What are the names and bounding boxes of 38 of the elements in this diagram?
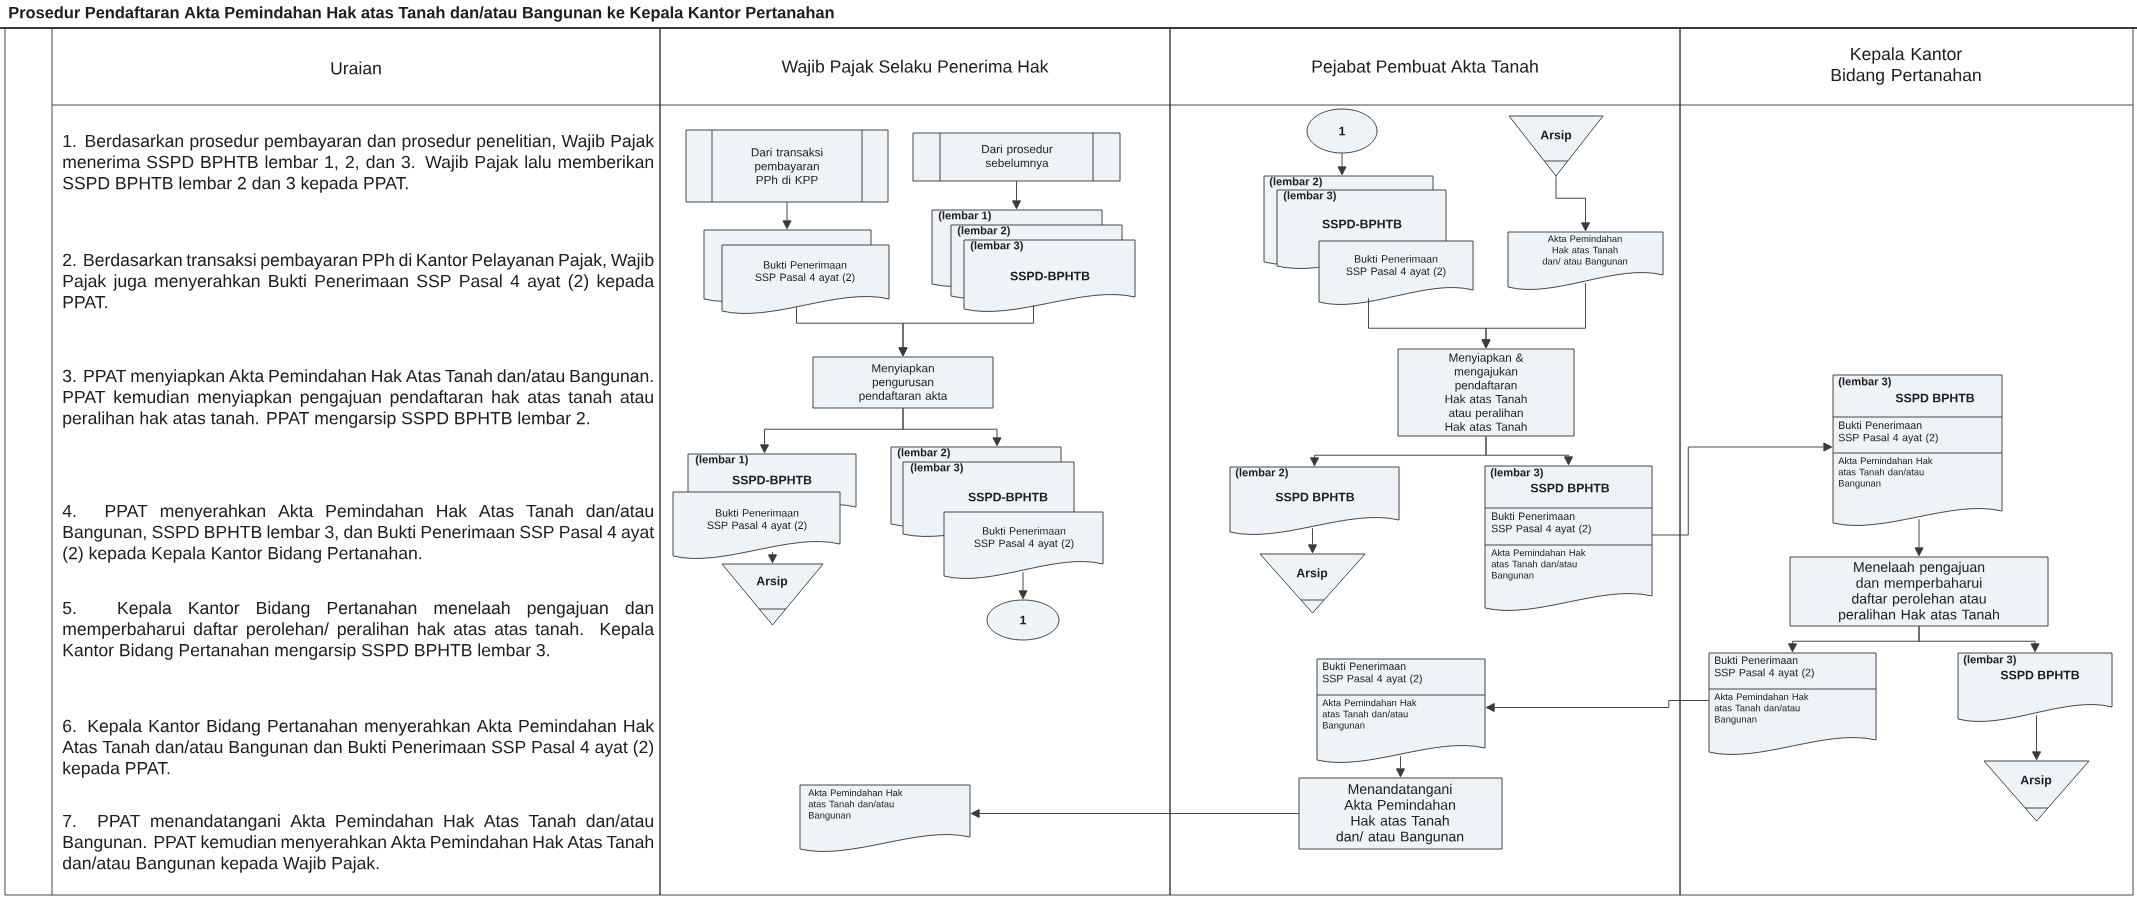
document-stack: (lembar 2) (lembar 3) SSPD-BPHTB Bukti Penerimaan SSP Pasal 4 ayat (2) (890, 446, 1104, 579)
arrow (1337, 152, 1347, 176)
process-box: Menelaah pengajuan dan memperbaharui daftar perolehan atau peralihan Hak atas Tanah (1789, 556, 2049, 627)
arrow (1485, 435, 1574, 466)
node-label: Bukti Penerimaan SSP Pasal 4 ayat (2) (974, 526, 1074, 550)
node-label: SSP Pasal 4 ayat (2) (707, 521, 807, 532)
arrow (1485, 700, 1710, 712)
node-label: SSP Pasal 4 ayat (2) (1346, 267, 1446, 278)
arrow (2032, 714, 2042, 761)
arrow (768, 551, 777, 564)
arrow (1396, 755, 1406, 778)
process-box: Menyiapkan & mengajukan pendaftaran Hak atas Tanah atau peralihan Hak atas Tanah (1397, 348, 1575, 437)
arrow (1914, 518, 1924, 557)
arrow (1651, 442, 1833, 536)
predefined-process-box: Dari prosedur sebelumnya (912, 132, 1121, 182)
document-stack: (lembar 1) (lembar 2) (lembar 3) SSPD-BPHTB (931, 209, 1136, 312)
arrow (970, 809, 1300, 818)
process-box: Menandatangani Akta Pemindahan Hak atas Tanah dan/ atau Bangunan (1298, 777, 1503, 850)
document-stack: Bukti Penerimaan SSP Pasal 4 ayat (2) (703, 229, 890, 314)
arrow (1018, 571, 1028, 600)
archive-triangle: Arsip (1983, 760, 2090, 822)
title: Prosedur Pendaftaran Akta Pemindahan Hak atas Tanah dan/atau Bangunan ke Kepala Kantor Pertanahan (9, 6, 834, 22)
archive-triangle: Arsip (721, 563, 824, 626)
arrow (1308, 527, 1318, 554)
document-stack: (lembar 2) (lembar 3) SSPD-BPHTB Bukti Penerimaan SSP Pasal 4 ayat (2) (1263, 175, 1474, 305)
arrow (902, 407, 1002, 447)
arrow (1481, 282, 1586, 349)
archive-triangle: Arsip (1259, 553, 1366, 614)
arrow (1012, 180, 1022, 210)
arrow (1918, 625, 2040, 653)
predefined-process-box: Dari transaksi pembayaran PPh di KPP (685, 129, 889, 203)
document-stack: (lembar 1) SSPD-BPHTB Bukti Penerimaan SSP Pasal 4 ayat (2) (672, 453, 857, 559)
process-box: Menyiapkan pengurusan pendaftaran akta (812, 356, 994, 409)
arrow (898, 304, 1034, 357)
archive-triangle: Arsip (1508, 115, 1604, 177)
arrow (782, 201, 792, 230)
swimlane-column: Uraian 1. Berdasarkan prosedur pembayaran dan prosedur penelitian, Wajib Pajak menerima SSPD BPHTB lembar 1, 2, dan 3. Wajib Pajak lalu memberikan SSPD BPHTB lembar 2 dan 3 kepada PPAT. 2. Berdasarkan transaksi pembayaran PPh di Kantor Pelayanan Pajak, Wajib Pajak juga menyerahkan Bukti Penerimaan SSP Pasal 4 ayat (2) kepada PPAT. 3. PPAT menyiapkan Akta Pemindahan Hak Atas Tanah dan/atau Bangunan. PPAT kemudian menyiapkan pengajuan pendaftaran hak atas tanah atau peralihan hak atas tanah. PPAT mengarsip SSPD BPHTB lembar 2. 4. PPAT menyerahkan Akta Pemindahan Hak Atas Tanah dan/atau Bangunan, SSPD BPHTB lembar 3, dan Bukti Penerimaan SSP Pasal 4 ayat (2) kepada Kepala Kantor Bidang Pertanahan. 5. Kepala Kantor Bidang Pertanahan menelaah pengajuan dan memperbaharui daftar perolehan/ peralihan hak atas atas tanah. Kepala Kantor Bidang Pertanahan mengarsip SSPD BPHTB lembar 3. 6. Kepala Kantor Bidang Pertanahan menyerahkan Akta Pemindahan Hak Atas Tanah dan/atau Bangunan dan Bukti Penerimaan SSP Pasal 4 ayat (2) kepada PPAT. 7. PPAT menandatangani Akta Pemindahan Hak Atas Tanah dan/atau Bangunan. PPAT kemudian menyerahkan Akta Pemindahan Hak Atas Tanah dan/atau Bangunan kepada Wajib Pajak. (51, 27, 661, 896)
arrow (1555, 175, 1591, 232)
